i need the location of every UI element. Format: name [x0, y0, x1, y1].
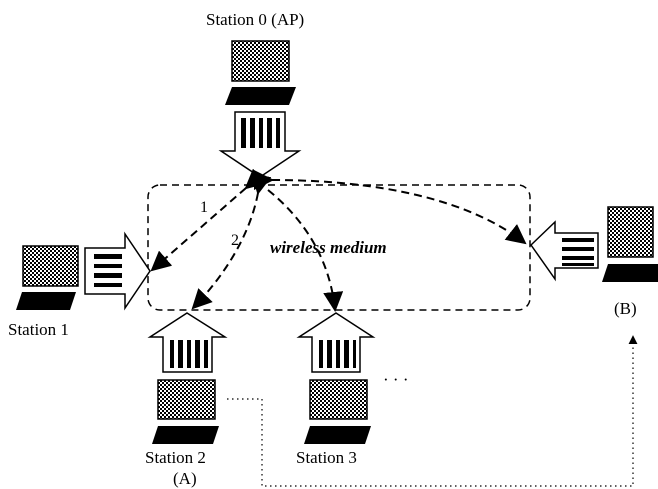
station-b: (B) [530, 206, 658, 318]
station-3: Station 3 [296, 312, 376, 467]
links: 1 2 [150, 168, 638, 487]
station-2-label: Station 2 [145, 448, 206, 467]
station-b-label: (B) [614, 299, 637, 318]
station-0-ap: Station 0 (AP) [206, 10, 304, 178]
interface-arrow-icon [218, 111, 302, 178]
station-1-label: Station 1 [8, 320, 69, 339]
station-0-label: Station 0 (AP) [206, 10, 304, 29]
station-a-label: (A) [173, 469, 197, 488]
interface-arrow-icon [530, 220, 599, 282]
link-1-label: 1 [200, 199, 208, 216]
station-3-label: Station 3 [296, 448, 357, 467]
link-ap-station-b [253, 169, 527, 245]
computer-icon [304, 379, 371, 444]
more-stations-ellipsis: · · · [383, 370, 408, 389]
interface-arrow-icon [147, 312, 228, 373]
computer-icon [602, 206, 658, 282]
dotted-path-a-to-b [227, 335, 638, 487]
computer-icon [152, 379, 219, 444]
computer-icon [225, 40, 296, 105]
station-2: Station 2 (A) [145, 312, 228, 488]
wireless-medium-label: wireless medium [270, 238, 387, 257]
interface-arrow-icon [296, 312, 376, 373]
link-2-label: 2 [231, 232, 239, 249]
station-1: Station 1 [8, 231, 151, 339]
interface-arrow-icon [84, 231, 151, 311]
computer-icon [16, 245, 79, 310]
